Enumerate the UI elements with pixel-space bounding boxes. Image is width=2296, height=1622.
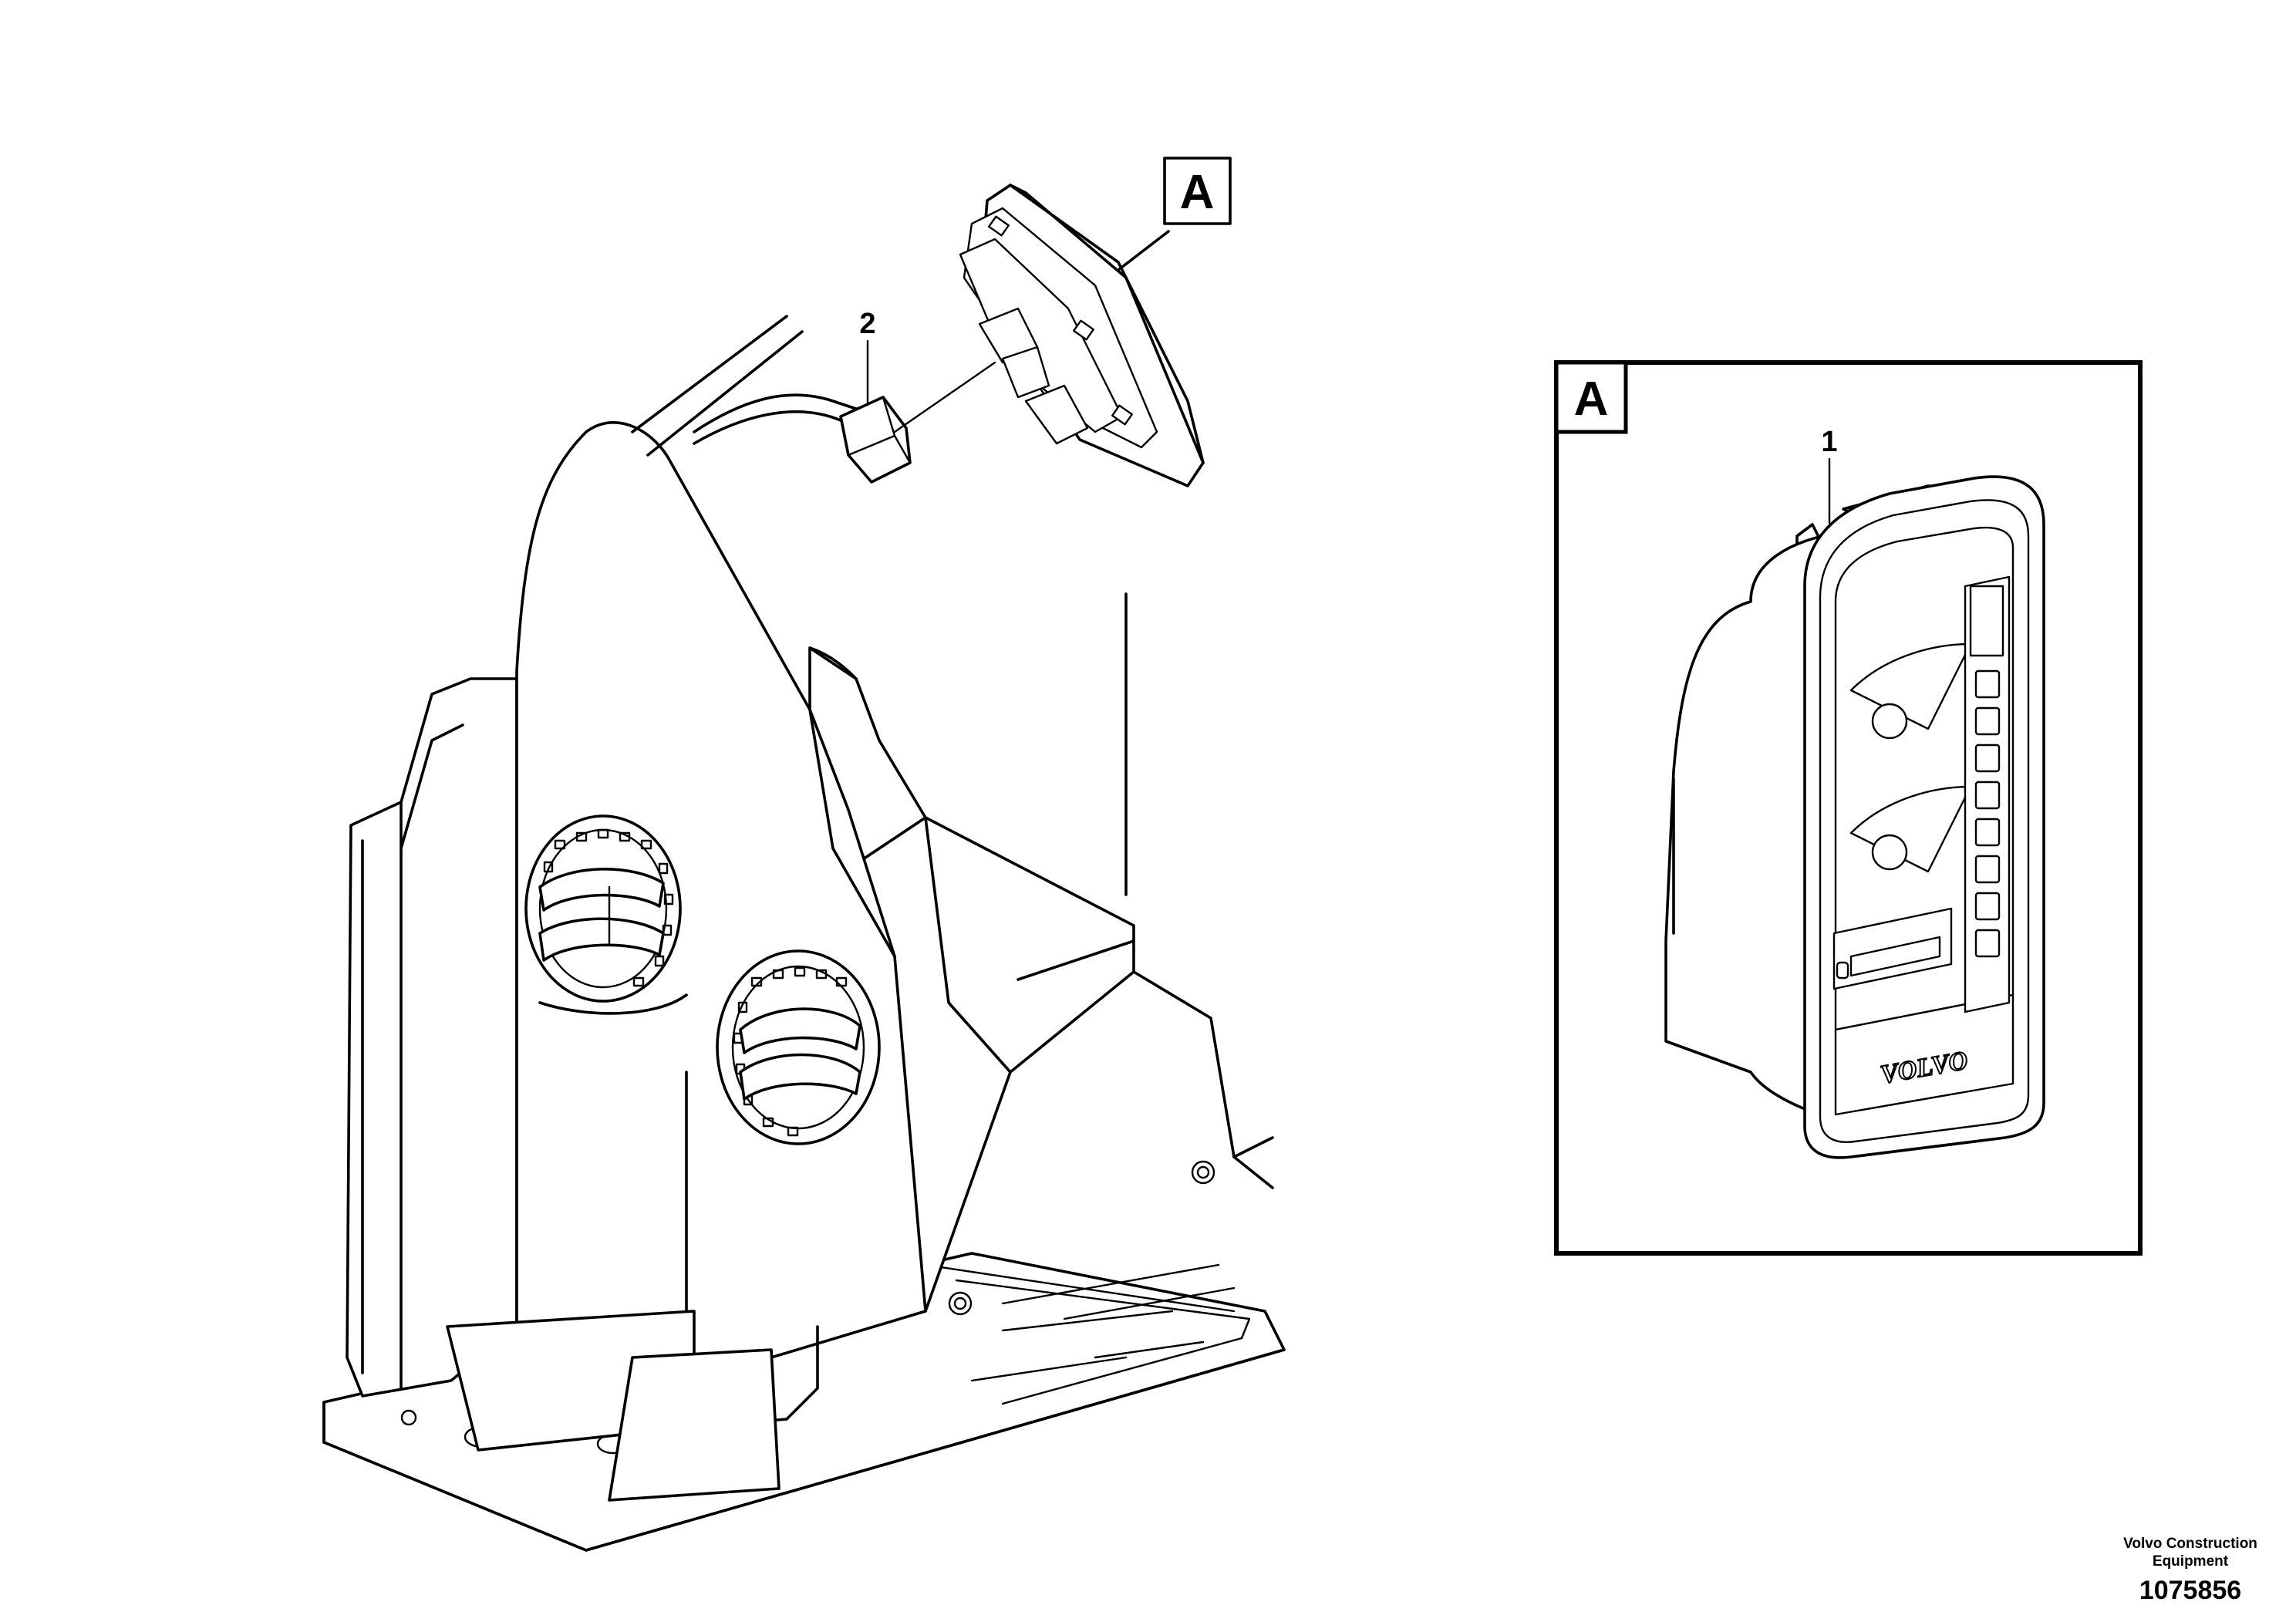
indicator-button-8	[1974, 929, 2001, 958]
text-display	[1832, 907, 1953, 990]
publisher-credit: Volvo Construction Equipment	[2082, 1535, 2296, 1570]
drawing-number: 1075856	[2139, 1576, 2242, 1605]
credit-line-2: Equipment	[2152, 1553, 2229, 1570]
cab-dashboard-drawing: A 2	[322, 157, 1286, 1552]
detail-view-a: A 1 VOLVO	[1554, 360, 2143, 1256]
detail-label-box	[1554, 360, 1628, 434]
indicator-button-5	[1974, 818, 2001, 847]
credit-line-1: Volvo Construction	[2123, 1536, 2257, 1552]
gauge-lower	[1849, 785, 1972, 873]
display-unit-exploded	[959, 184, 1205, 487]
detail-label: A	[1574, 373, 1609, 426]
steering-column-tower	[515, 421, 927, 1382]
view-callout-box	[1163, 157, 1232, 225]
connector-part-2	[839, 396, 912, 484]
indicator-button-6	[1974, 855, 2001, 884]
indicator-button-4	[1974, 781, 2001, 810]
indicator-window	[1969, 585, 2004, 657]
indicator-button-7	[1974, 892, 2001, 921]
indicator-buttons	[1974, 669, 2001, 958]
left-side-panel	[346, 677, 518, 1398]
air-vent-lower	[716, 949, 881, 1145]
part-callout-1: 1	[1821, 426, 1837, 458]
indicator-button-3	[1974, 744, 2001, 773]
indicator-button-1	[1974, 669, 2001, 699]
air-vent-upper	[524, 814, 682, 1003]
display-unit-assembled: VOLVO	[1664, 475, 2045, 1159]
part-callout-2: 2	[859, 308, 875, 340]
view-callout-label: A	[1180, 166, 1215, 219]
indicator-button-2	[1974, 706, 2001, 736]
